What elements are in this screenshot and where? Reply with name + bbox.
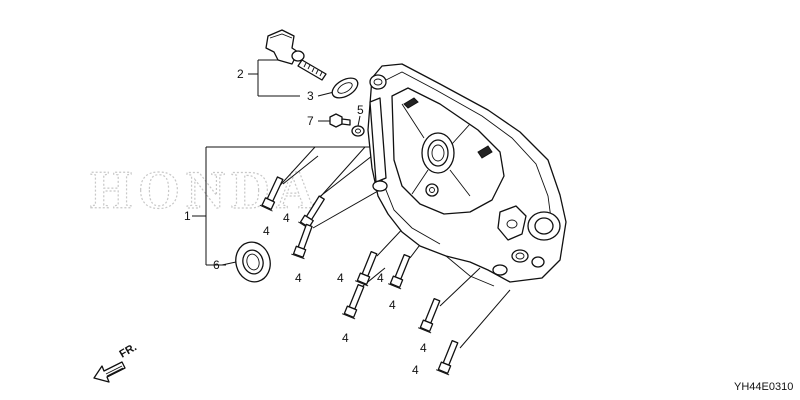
callout-labels: 1 2 3 5 6 7 4 4 4 4 4 4 4 4 4 <box>184 67 427 377</box>
callout-3: 3 <box>307 89 314 103</box>
callout-4e: 4 <box>377 271 384 285</box>
diagram-reference-code: YH44E0310 <box>734 381 793 393</box>
front-direction-indicator: FR. <box>93 341 139 383</box>
flange-bolt <box>387 253 411 290</box>
callout-4i: 4 <box>412 363 419 377</box>
callout-6: 6 <box>213 258 220 272</box>
callout-4d: 4 <box>337 271 344 285</box>
callout-7: 7 <box>307 114 314 128</box>
flange-bolt <box>298 195 325 230</box>
callout-4g: 4 <box>342 331 349 345</box>
oil-filler-cap <box>265 29 327 81</box>
callout-4h: 4 <box>420 341 427 355</box>
washer <box>351 125 365 137</box>
callout-5: 5 <box>357 103 364 117</box>
flange-bolt <box>417 297 441 334</box>
drain-bolt <box>329 113 351 128</box>
callout-2: 2 <box>237 67 244 81</box>
flange-bolts <box>259 176 459 376</box>
front-direction-label: FR. <box>118 341 139 360</box>
callout-4c: 4 <box>295 271 302 285</box>
callout-1: 1 <box>184 209 191 223</box>
callout-4f: 4 <box>389 298 396 312</box>
flange-bolt <box>291 223 313 260</box>
callout-4a: 4 <box>263 224 270 238</box>
crankcase-cover <box>367 63 567 287</box>
flange-bolt <box>259 176 284 212</box>
flange-bolt <box>435 339 459 376</box>
flange-bolt <box>354 250 378 287</box>
flange-bolt <box>341 283 365 320</box>
oil-seal <box>235 241 271 283</box>
callout-4b: 4 <box>283 211 290 225</box>
o-ring <box>331 77 359 99</box>
